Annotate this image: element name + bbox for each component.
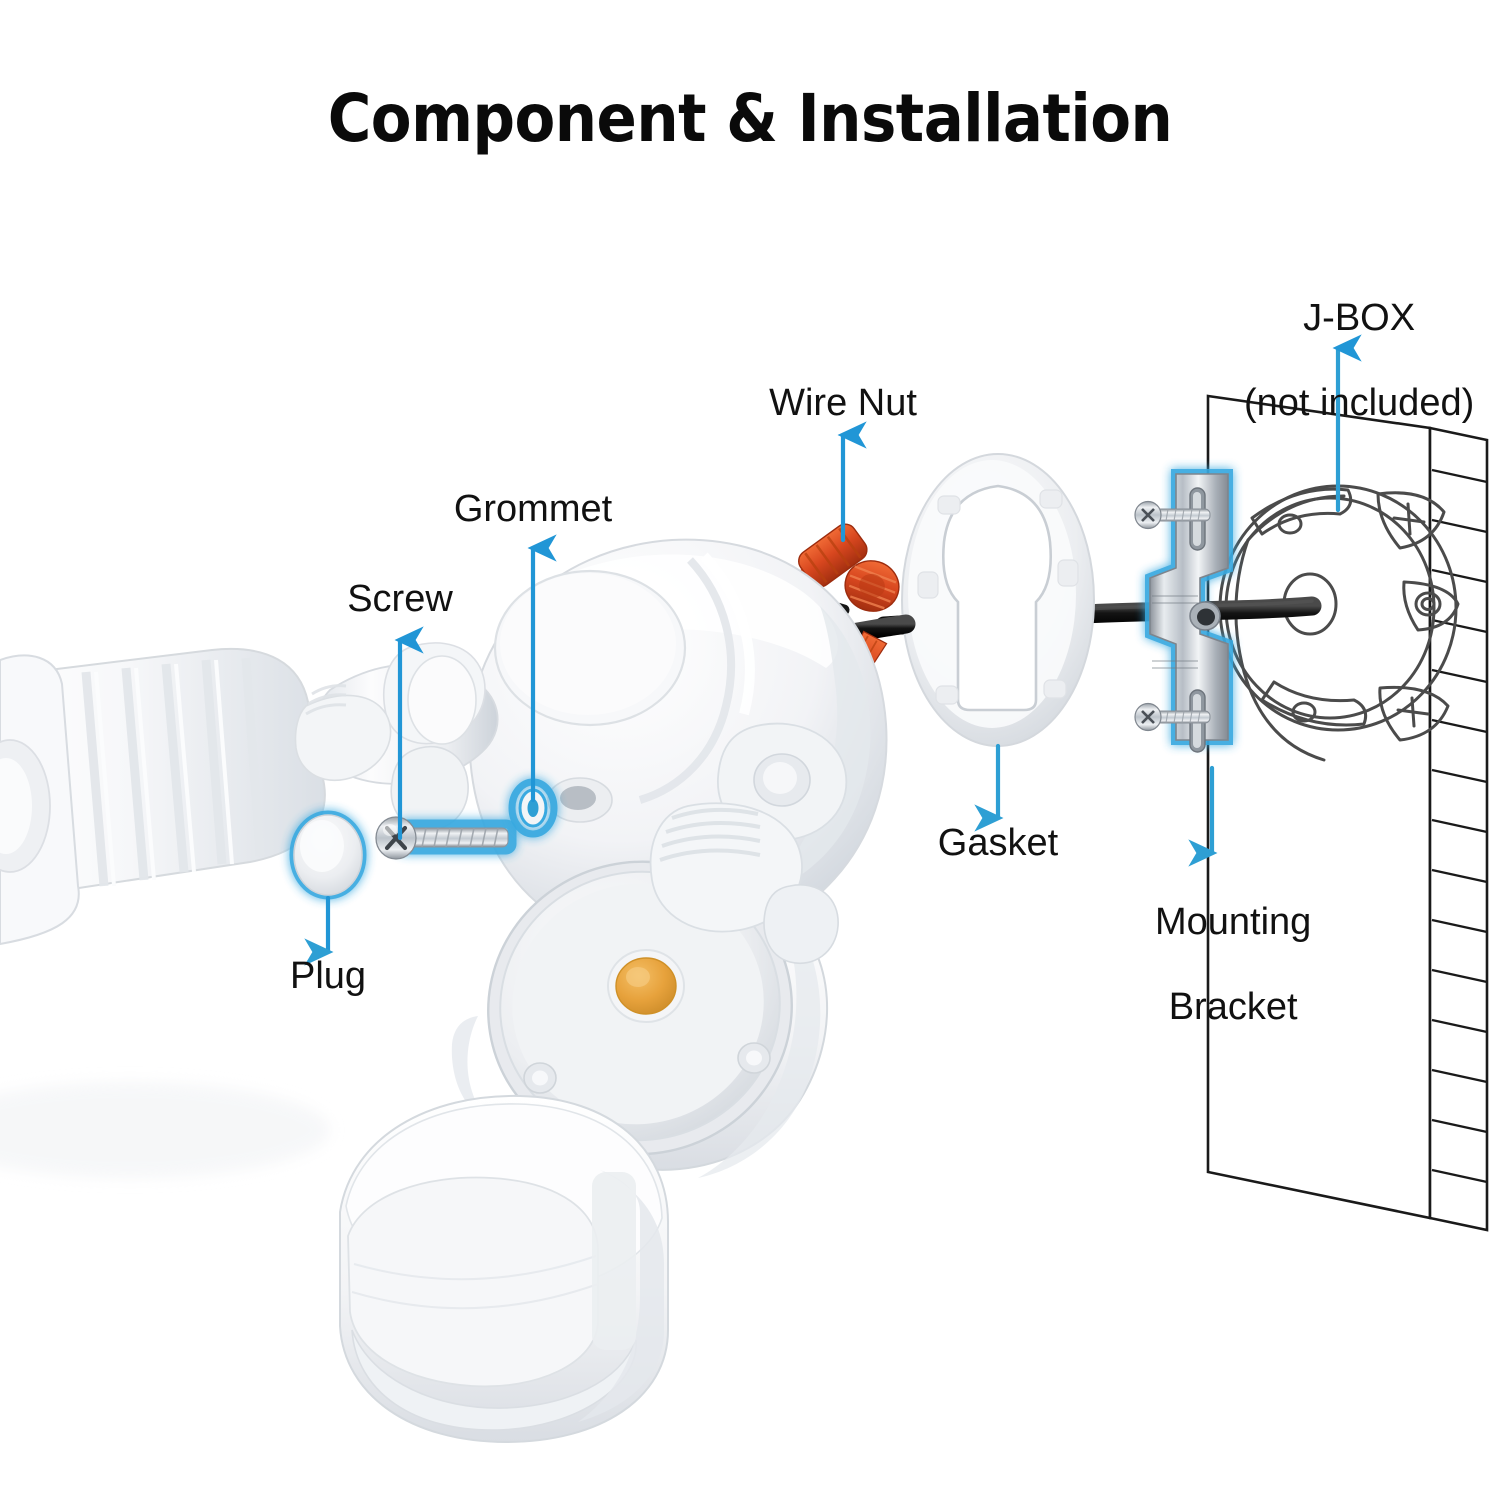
plug[interactable] [289,810,367,900]
callout-label-grommet: Grommet [453,488,613,530]
page-title: Component & Installation [327,80,1173,157]
wall-hatching [1431,468,1488,1184]
screw[interactable] [375,816,517,860]
wall [1206,394,1489,1232]
j-box-line1: J-BOX [1303,296,1416,339]
bracket-screw-bottom [1134,702,1211,732]
mounting-bracket[interactable] [1134,469,1233,753]
callout-label-j-box: J-BOX (not included) [1202,254,1474,467]
callout-label-gasket: Gasket [937,822,1059,864]
callout-arrows [304,334,1362,966]
callout-label-plug: Plug [289,955,367,997]
callout-label-screw: Screw [347,578,453,620]
gasket[interactable] [901,453,1095,747]
mounting-bracket-line2: Bracket [1168,985,1298,1028]
motion-sensor [339,1094,669,1444]
callout-label-mounting-bracket: Mounting Bracket [1113,858,1312,1071]
mounting-bracket-line1: Mounting [1154,900,1312,943]
callout-label-wire-nut: Wire Nut [769,382,917,424]
left-lamp-head [0,648,392,946]
bracket-screw-top [1134,500,1211,530]
j-box-line2: (not included) [1243,381,1475,424]
right-lamp-head [451,802,839,1178]
